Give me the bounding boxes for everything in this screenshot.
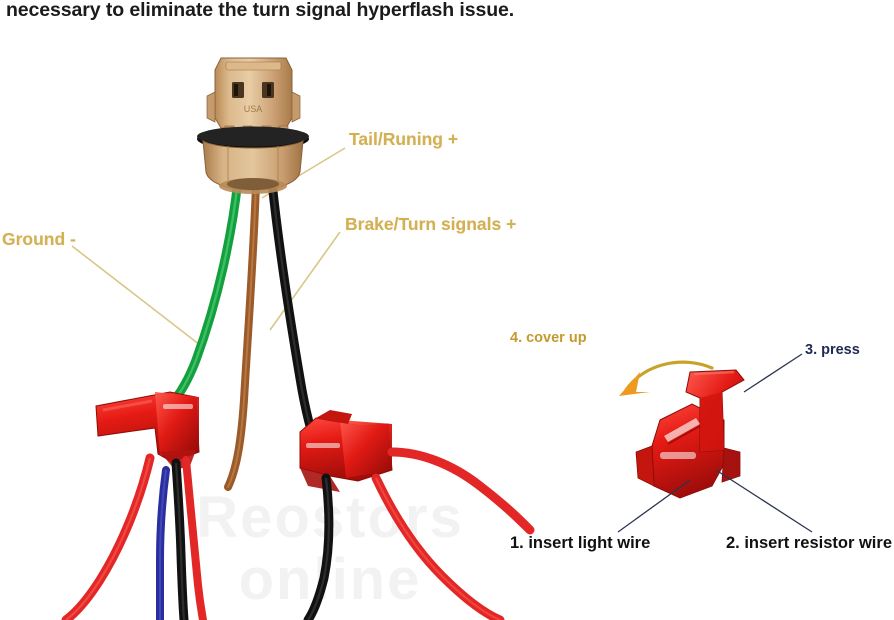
- callout-tail-running: Tail/Runing +: [349, 129, 459, 149]
- callout-brake-turn: Brake/Turn signals +: [345, 214, 517, 234]
- left-tap-connector: [95, 391, 200, 470]
- step-2-insert-resistor-wire: 2. insert resistor wire: [726, 534, 892, 552]
- callout-ground: Ground -: [2, 229, 76, 249]
- leader-lines-gold: [71, 147, 346, 346]
- watermark-line-1: Reostors: [196, 485, 464, 550]
- background-watermark: Reostors online: [165, 487, 495, 612]
- tap-connector-detail: [619, 360, 745, 499]
- leader-lines-dark: [617, 353, 813, 533]
- watermark-line-2: online: [238, 547, 422, 612]
- right-tap-connector: [299, 410, 393, 492]
- step-1-insert-light-wire: 1. insert light wire: [510, 534, 651, 552]
- page-caption: necessary to eliminate the turn signal h…: [6, 0, 515, 21]
- step-3-press: 3. press: [805, 342, 860, 358]
- step-4-cover-up: 4. cover up: [510, 330, 587, 346]
- bulb-socket: USA: [197, 57, 309, 194]
- harness-wires: [161, 175, 327, 491]
- svg-text:USA: USA: [244, 104, 263, 114]
